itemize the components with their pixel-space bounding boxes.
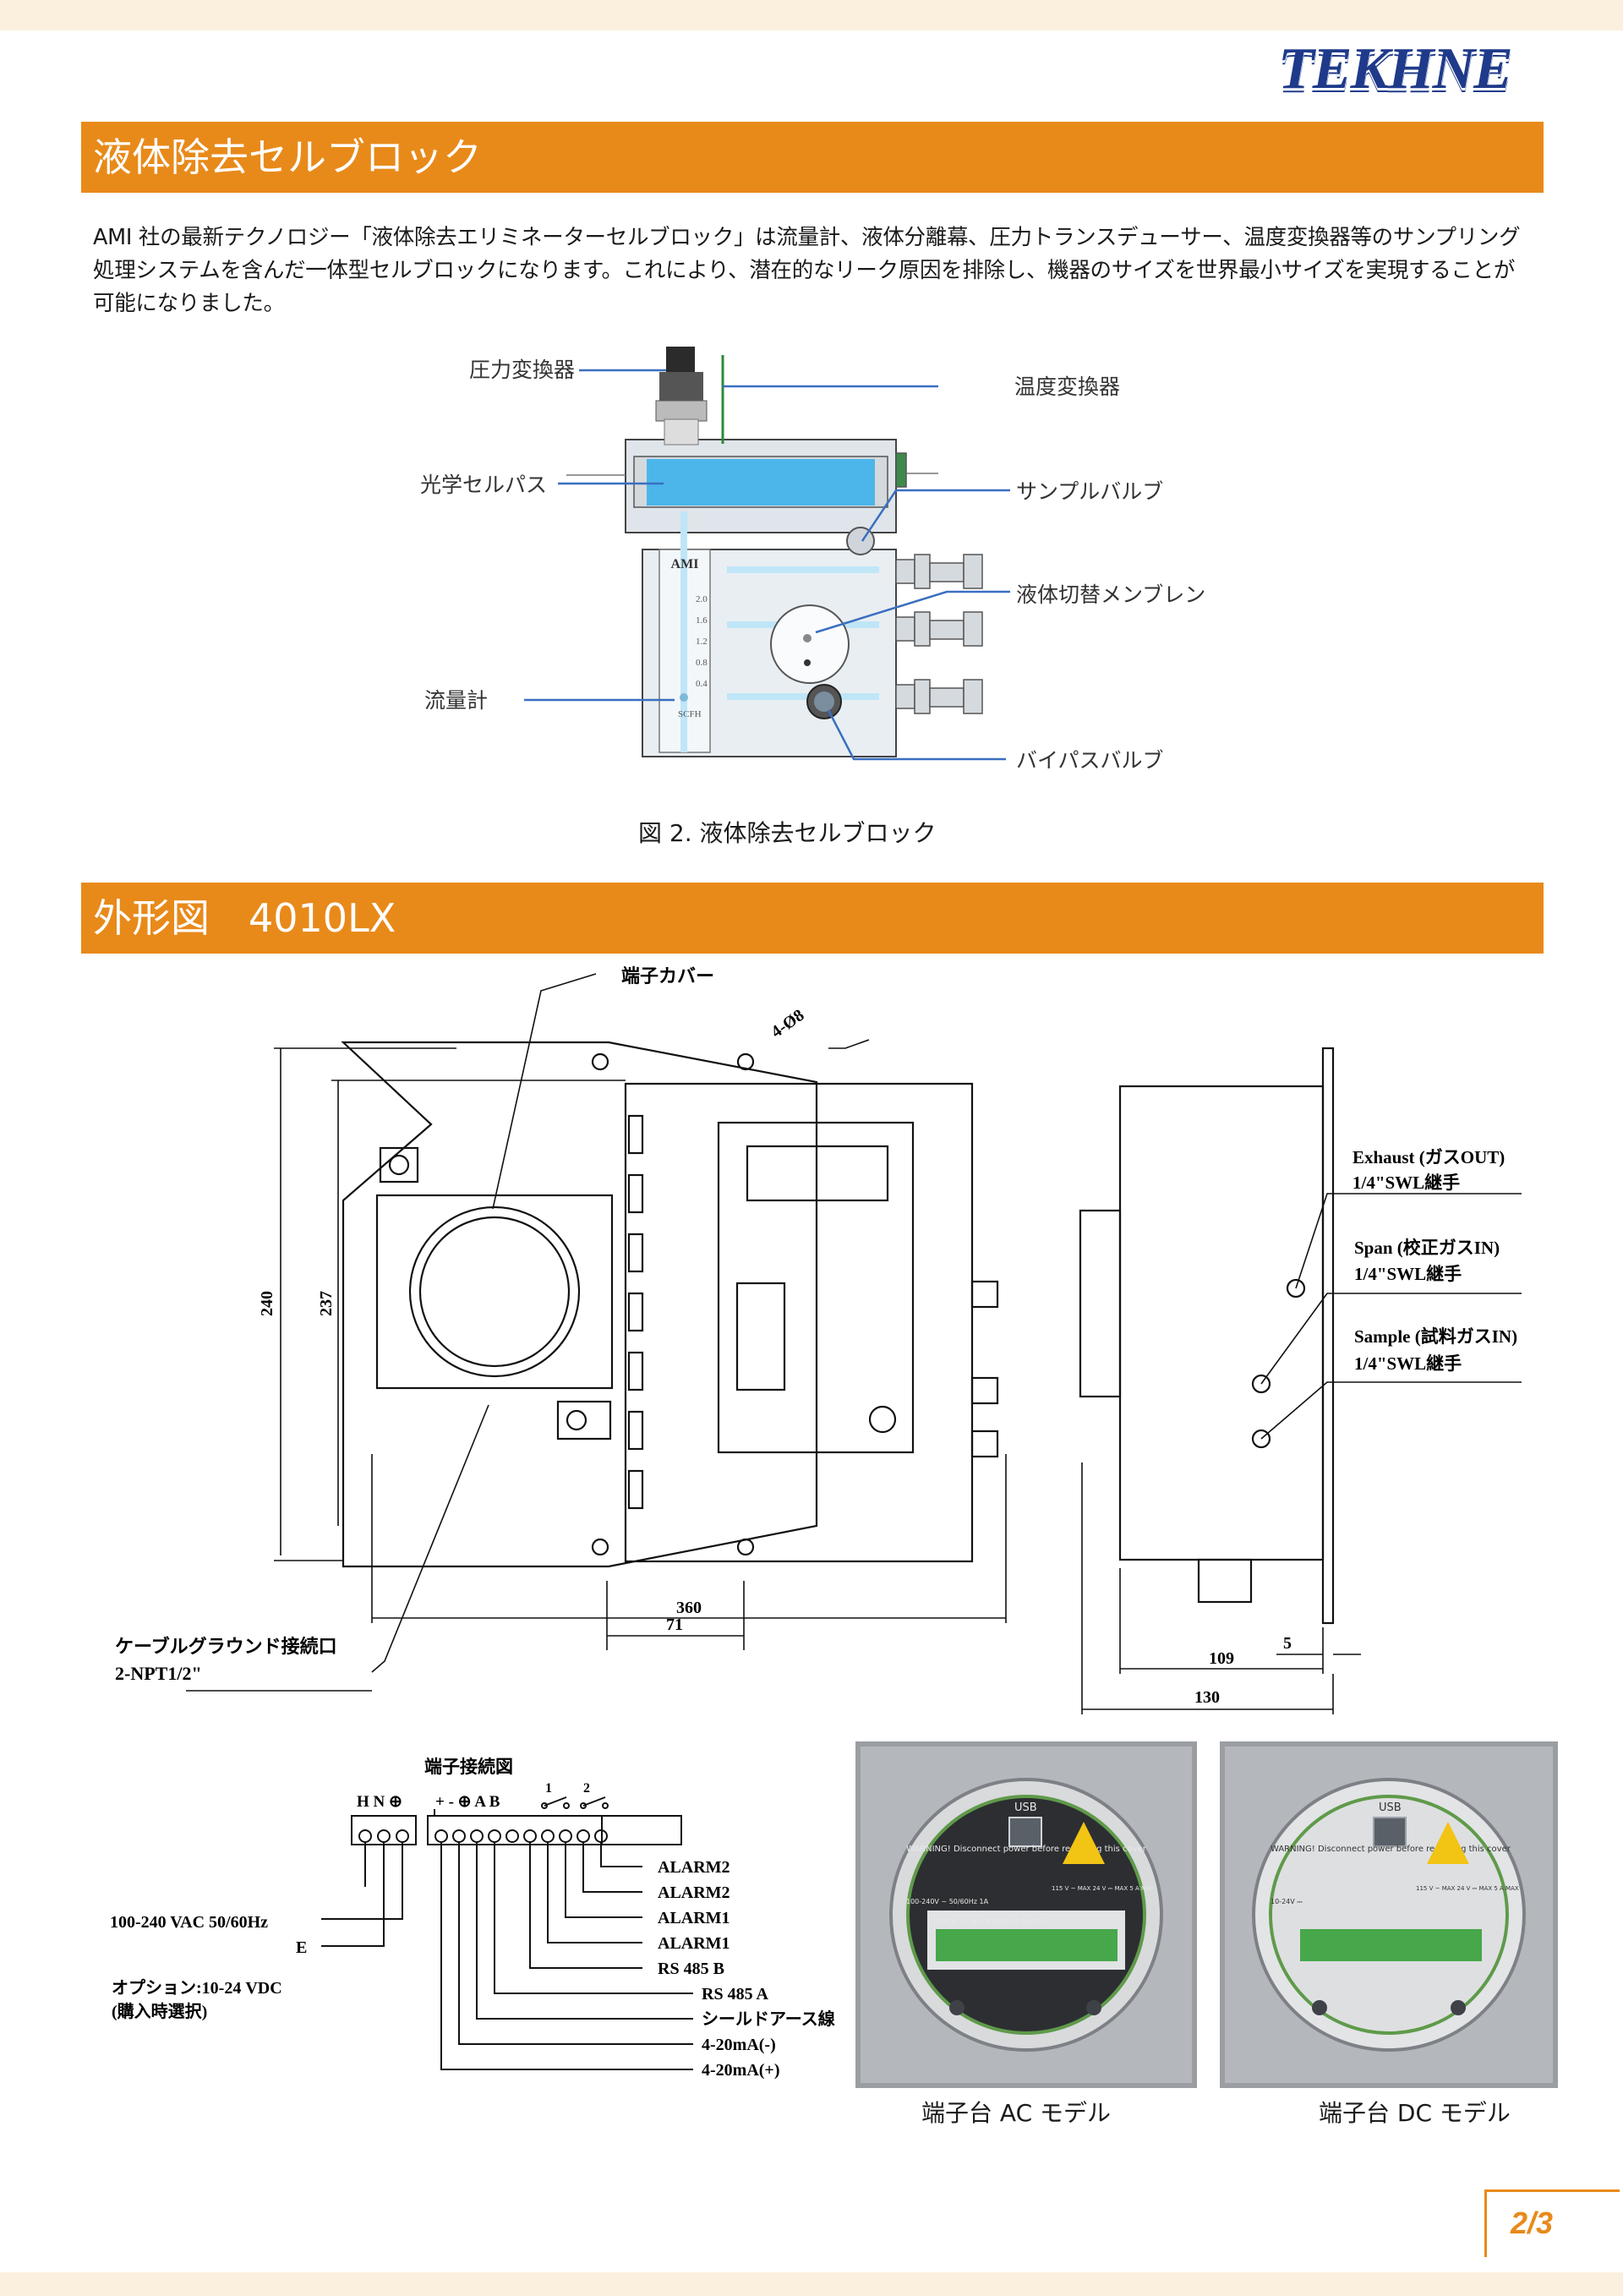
ac-rating: 115 V ~ MAX 24 V ⎓ MAX 5 A MAX (1052, 1885, 1155, 1892)
sample-label: Sample (試料ガスIN) (1354, 1326, 1517, 1347)
intro-paragraph: AMI 社の最新テクノロジー「液体除去エリミネーターセルブロック」は流量計、液体… (93, 225, 1521, 316)
span-fitting: 1/4"SWL継手 (1354, 1264, 1462, 1284)
dc-supply: 10-24V ⎓ (1271, 1898, 1303, 1905)
dc-caption: 端子台 DC モデル (1319, 2099, 1511, 2127)
output-rs485b: RS 485 B (658, 1960, 724, 1978)
gland-label: ケーブルグラウンド接続口 (115, 1636, 337, 1657)
scale-3: 1.2 (696, 637, 708, 647)
ac-supply: 100-240V ~ 50/60Hz 1A (906, 1898, 989, 1905)
ac-terminal-row: H N ⊕ + - ⊕ A B Alarm 1 Alarm 2 (937, 1917, 1047, 1925)
cell-block-figure: AMI 2.0 1.6 1.2 0.8 0.4 SCFH 圧力変換器 温度変換器… (420, 347, 1205, 773)
dim-71: 71 (666, 1615, 683, 1634)
wiring-diagram: 端子接続図 H N ⊕ + - ⊕ A B 1 2 100-240 VAC 50… (110, 1757, 835, 2080)
ac-terminal-block (936, 1929, 1118, 1961)
output-alarm1-b: ALARM1 (658, 1934, 730, 1953)
power-terminal-labels: H N ⊕ (357, 1793, 402, 1811)
dim-5: 5 (1283, 1634, 1292, 1653)
output-4-20-minus: 4-20mA(-) (702, 2036, 776, 2054)
sample-valve (846, 527, 875, 555)
exhaust-label: Exhaust (ガスOUT) (1352, 1147, 1505, 1167)
output-4-20-plus: 4-20mA(+) (702, 2061, 779, 2080)
top-band (0, 0, 1623, 30)
scale-2: 1.6 (696, 615, 708, 626)
ac-warning: WARNING! Disconnect power before removin… (906, 1845, 1147, 1854)
dc-usb: USB (1379, 1801, 1402, 1814)
front-plate (341, 1041, 818, 1568)
scale-unit: SCFH (678, 709, 702, 719)
ac-caption: 端子台 AC モデル (921, 2099, 1112, 2127)
output-alarm1-a: ALARM1 (658, 1909, 730, 1927)
figure-caption: 図 2. 液体除去セルブロック (638, 819, 937, 847)
ac-terminal-photo: USB WARNING! Disconnect power before rem… (855, 1741, 1197, 2088)
label-flowmeter: 流量計 (424, 688, 488, 713)
optical-path (647, 459, 875, 506)
dc-terminal-photo: USB WARNING! Disconnect power before rem… (1220, 1741, 1558, 2088)
scale-5: 0.4 (696, 679, 708, 689)
dim-240: 240 (258, 1291, 276, 1316)
label-bypass-valve: バイパスバルブ (1016, 748, 1164, 773)
dc-rating: 115 V ~ MAX 24 V ⎓ MAX 5 A MAX (1416, 1885, 1519, 1892)
label-optical: 光学セルパス (420, 473, 547, 497)
option-note: (購入時選択) (112, 2001, 207, 2021)
dim-360: 360 (676, 1599, 702, 1617)
output-alarm2-a: ALARM2 (658, 1858, 730, 1877)
exhaust-fitting: 1/4"SWL継手 (1352, 1173, 1460, 1193)
section-title-liquid-block: 液体除去セルブロック (81, 122, 1544, 193)
signal-terminal-labels: + - ⊕ A B (435, 1793, 500, 1811)
wiring-title: 端子接続図 (424, 1757, 513, 1777)
bottom-band (0, 2272, 1623, 2296)
scale-1: 2.0 (696, 594, 708, 604)
alarm-num-2: 2 (583, 1781, 590, 1796)
label-pressure: 圧力変換器 (469, 358, 575, 382)
sample-fitting: 1/4"SWL継手 (1354, 1353, 1462, 1374)
label-temperature: 温度変換器 (1014, 374, 1120, 399)
supply-label: 100-240 VAC 50/60Hz (110, 1913, 268, 1932)
earth-label: E (296, 1938, 307, 1957)
page-number: 2/3 (1484, 2189, 1620, 2257)
section-title-outline: 外形図 4010LX (81, 883, 1544, 954)
dim-237: 237 (317, 1291, 336, 1316)
gland-spec: 2-NPT1/2" (115, 1663, 202, 1684)
dc-warning-icon (1427, 1822, 1469, 1864)
outline-drawing: 端子カバー 4-Ø8 240 237 71 360 5 109 130 Exha… (115, 965, 1522, 1714)
alarm-num-1: 1 (545, 1781, 552, 1796)
dim-109: 109 (1209, 1649, 1234, 1668)
output-rs485a: RS 485 A (702, 1985, 768, 2004)
tekhne-logo: TEKHNE (1278, 36, 1513, 101)
dim-130: 130 (1194, 1688, 1220, 1707)
dc-warning: WARNING! Disconnect power before removin… (1271, 1845, 1511, 1854)
membrane (770, 604, 850, 684)
drawing-terminal-cover: 端子カバー (621, 965, 714, 987)
span-label: Span (校正ガスIN) (1354, 1238, 1500, 1258)
ac-warning-icon (1063, 1822, 1105, 1864)
output-shield: シールドアース線 (702, 2009, 835, 2029)
label-sample-valve: サンプルバルブ (1016, 479, 1163, 504)
label-membrane: 液体切替メンブレン (1016, 582, 1205, 607)
ac-usb: USB (1014, 1801, 1037, 1814)
scale-4: 0.8 (696, 658, 708, 668)
drawing-hole-spec: 4-Ø8 (768, 1006, 807, 1041)
output-alarm2-b: ALARM2 (658, 1883, 730, 1902)
side-body (1118, 1085, 1325, 1561)
device-brand: AMI (671, 557, 699, 571)
pressure-transducer (666, 347, 695, 375)
option-label: オプション:10-24 VDC (112, 1978, 282, 1998)
dc-terminal-block (1300, 1929, 1482, 1961)
